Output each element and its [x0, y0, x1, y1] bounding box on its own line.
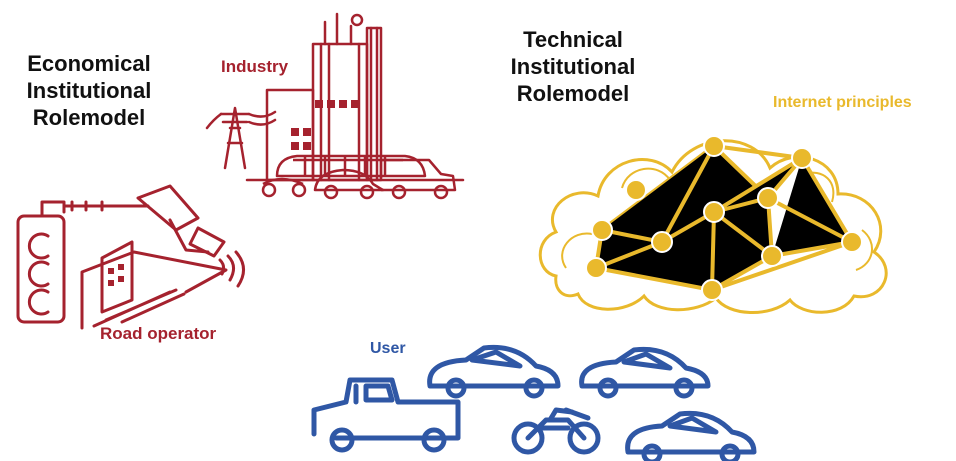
technical-institutional-rolemodel-heading: Technical Institutional Rolemodel: [484, 26, 662, 107]
vehicles-icon: [311, 344, 757, 461]
heading-line: Institutional: [510, 54, 636, 79]
heading-line: Institutional: [26, 78, 152, 103]
industry-label: Industry: [221, 57, 289, 76]
internet-principles-label: Internet principles: [773, 94, 912, 111]
user-label: User: [370, 340, 406, 357]
cloud-network-icon: [538, 135, 888, 314]
road-operator-label: Road operator: [100, 324, 217, 343]
factory-skyline-icon: [205, 12, 465, 200]
heading-line: Rolemodel: [516, 81, 630, 106]
heading-line: Technical: [523, 27, 623, 52]
traffic-light-camera-icon: [16, 184, 245, 330]
economical-institutional-rolemodel-heading: Economical Institutional Rolemodel: [2, 50, 176, 131]
heading-line: Economical: [27, 51, 151, 76]
heading-line: Rolemodel: [32, 105, 146, 130]
